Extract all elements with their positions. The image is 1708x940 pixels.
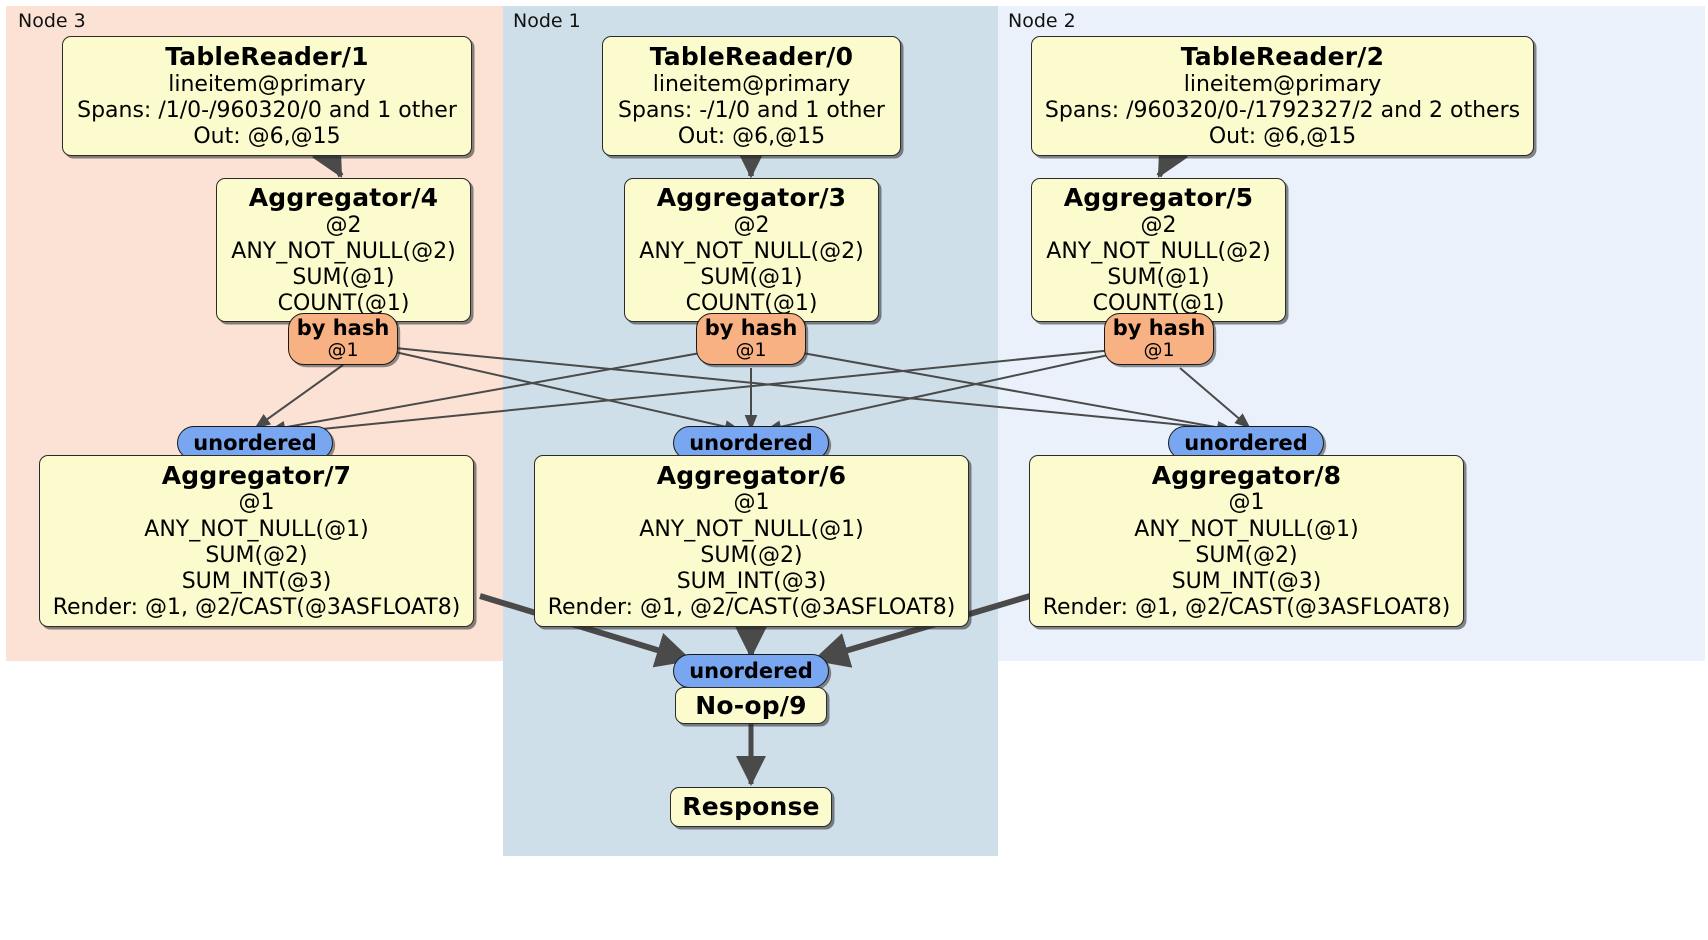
box-title: Aggregator/7 — [161, 460, 352, 490]
box-line: SUM(@2) — [205, 542, 308, 568]
box-line: Out: @6,@15 — [193, 123, 341, 149]
processor-box-noop9[interactable]: No-op/9 — [675, 687, 827, 724]
box-line: SUM(@2) — [1195, 542, 1298, 568]
box-line: Spans: /960320/0-/1792327/2 and 2 others — [1044, 97, 1521, 123]
box-line: SUM(@2) — [700, 542, 803, 568]
box-line: @2 — [1140, 212, 1177, 238]
box-line: Spans: /1/0-/960320/0 and 1 other — [77, 97, 457, 123]
router-unordered-aggregator8[interactable]: unordered — [1168, 426, 1324, 460]
processor-box-tablereader0[interactable]: TableReader/0 lineitem@primary Spans: -/… — [602, 36, 901, 156]
node-label-node1: Node 1 — [513, 10, 581, 32]
processor-box-aggregator6[interactable]: Aggregator/6 @1 ANY_NOT_NULL(@1) SUM(@2)… — [534, 455, 969, 627]
box-line: SUM(@1) — [700, 264, 803, 290]
router-sublabel: @1 — [735, 339, 767, 362]
box-line: ANY_NOT_NULL(@2) — [231, 238, 456, 264]
processor-box-tablereader2[interactable]: TableReader/2 lineitem@primary Spans: /9… — [1031, 36, 1534, 156]
box-line: @1 — [238, 490, 275, 516]
box-line: ANY_NOT_NULL(@2) — [639, 238, 864, 264]
box-title: TableReader/2 — [1180, 41, 1385, 71]
box-line: Spans: -/1/0 and 1 other — [618, 97, 885, 123]
router-label: by hash — [296, 316, 390, 340]
processor-box-response[interactable]: Response — [670, 787, 832, 827]
box-title: Aggregator/5 — [1063, 182, 1254, 212]
box-title: Aggregator/4 — [248, 182, 439, 212]
router-unordered-aggregator7[interactable]: unordered — [177, 426, 333, 460]
box-line: Render: @1, @2/CAST(@3ASFLOAT8) — [547, 595, 956, 621]
processor-box-aggregator5[interactable]: Aggregator/5 @2 ANY_NOT_NULL(@2) SUM(@1)… — [1031, 178, 1286, 322]
router-label: unordered — [1184, 430, 1308, 455]
router-label: unordered — [689, 430, 813, 455]
box-line: COUNT(@1) — [685, 291, 818, 317]
box-line: Out: @6,@15 — [1208, 123, 1357, 149]
box-title: Aggregator/3 — [656, 182, 847, 212]
router-unordered-noop9[interactable]: unordered — [673, 654, 829, 688]
processor-box-aggregator8[interactable]: Aggregator/8 @1 ANY_NOT_NULL(@1) SUM(@2)… — [1029, 455, 1464, 627]
box-line: @1 — [733, 490, 770, 516]
router-label: unordered — [193, 430, 317, 455]
box-line: ANY_NOT_NULL(@1) — [639, 516, 864, 542]
box-line: Render: @1, @2/CAST(@3ASFLOAT8) — [52, 595, 461, 621]
box-line: ANY_NOT_NULL(@2) — [1046, 238, 1271, 264]
processor-box-tablereader1[interactable]: TableReader/1 lineitem@primary Spans: /1… — [62, 36, 472, 156]
box-line: SUM_INT(@3) — [676, 568, 827, 594]
router-by-hash-aggregator3[interactable]: by hash @1 — [696, 313, 806, 365]
node-label-node2: Node 2 — [1008, 10, 1076, 32]
box-line: COUNT(@1) — [277, 291, 410, 317]
box-line: COUNT(@1) — [1092, 291, 1225, 317]
router-unordered-aggregator6[interactable]: unordered — [673, 426, 829, 460]
box-line: ANY_NOT_NULL(@1) — [1134, 516, 1359, 542]
router-sublabel: @1 — [1143, 339, 1175, 362]
processor-box-aggregator4[interactable]: Aggregator/4 @2 ANY_NOT_NULL(@2) SUM(@1)… — [216, 178, 471, 322]
box-line: SUM(@1) — [1107, 264, 1210, 290]
box-line: @1 — [1228, 490, 1265, 516]
router-by-hash-aggregator4[interactable]: by hash @1 — [288, 313, 398, 365]
box-title: Aggregator/8 — [1151, 460, 1342, 490]
box-title: TableReader/0 — [649, 41, 854, 71]
box-line: Out: @6,@15 — [677, 123, 826, 149]
box-line: @2 — [325, 212, 362, 238]
box-line: lineitem@primary — [652, 71, 851, 97]
box-title: Aggregator/6 — [656, 460, 847, 490]
processor-box-aggregator7[interactable]: Aggregator/7 @1 ANY_NOT_NULL(@1) SUM(@2)… — [39, 455, 474, 627]
box-line: SUM_INT(@3) — [181, 568, 332, 594]
box-line: SUM(@1) — [292, 264, 395, 290]
box-line: @2 — [733, 212, 770, 238]
box-title: TableReader/1 — [165, 41, 369, 71]
node-label-node3: Node 3 — [18, 10, 86, 32]
processor-box-aggregator3[interactable]: Aggregator/3 @2 ANY_NOT_NULL(@2) SUM(@1)… — [624, 178, 879, 322]
router-label: by hash — [704, 316, 798, 340]
box-title: No-op/9 — [695, 690, 807, 720]
box-line: lineitem@primary — [168, 71, 366, 97]
router-label: unordered — [689, 658, 813, 683]
box-line: SUM_INT(@3) — [1171, 568, 1322, 594]
box-line: Render: @1, @2/CAST(@3ASFLOAT8) — [1042, 595, 1451, 621]
box-line: lineitem@primary — [1183, 71, 1382, 97]
router-sublabel: @1 — [327, 339, 359, 362]
box-title: Response — [682, 792, 820, 822]
box-line: ANY_NOT_NULL(@1) — [144, 516, 369, 542]
router-label: by hash — [1112, 316, 1206, 340]
router-by-hash-aggregator5[interactable]: by hash @1 — [1104, 313, 1214, 365]
